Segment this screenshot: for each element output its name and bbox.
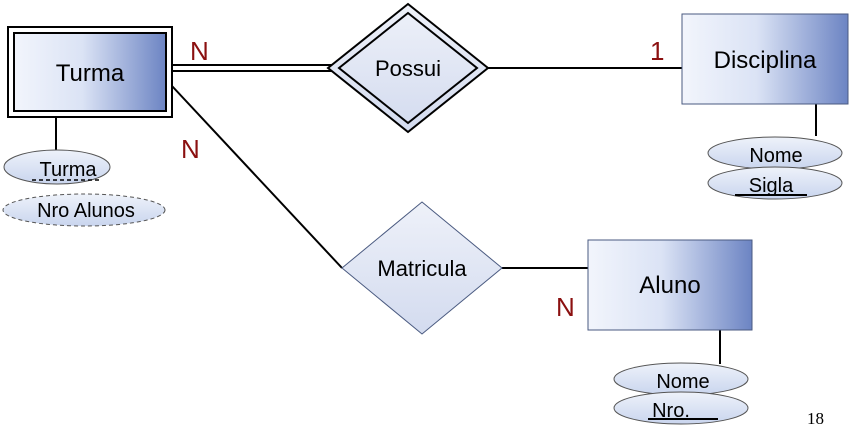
entity-aluno: Aluno <box>587 239 753 331</box>
cardinality-aluno-matricula: N <box>556 292 575 322</box>
attribute-turma-key: Turma <box>3 149 111 185</box>
cardinality-turma-matricula: N <box>181 134 200 164</box>
relationship-matricula: Matricula <box>341 201 503 335</box>
attribute-turma-nro-alunos-label: Nro Alunos <box>37 200 135 222</box>
relationship-possui: Possui <box>326 2 490 134</box>
cardinality-turma-possui: N <box>190 36 209 66</box>
entity-aluno-label: Aluno <box>639 272 700 299</box>
attribute-aluno-nome: Nome <box>613 362 749 396</box>
attribute-turma-key-label: Turma <box>39 159 97 181</box>
page-number: 18 <box>807 409 824 428</box>
attribute-disciplina-sigla: Sigla <box>707 166 843 200</box>
relationship-possui-label: Possui <box>375 56 441 81</box>
attribute-aluno-nro-label: Nro. <box>652 400 690 422</box>
cardinality-disciplina-possui: 1 <box>650 36 664 66</box>
attribute-disciplina-nome: Nome <box>707 136 843 170</box>
entity-disciplina: Disciplina <box>681 13 849 105</box>
attribute-disciplina-sigla-label: Sigla <box>749 175 794 197</box>
entity-turma-label: Turma <box>56 60 125 87</box>
entity-disciplina-label: Disciplina <box>714 47 817 74</box>
attribute-aluno-nro: Nro. <box>613 391 749 425</box>
relationship-matricula-label: Matricula <box>377 256 467 281</box>
entity-turma: Turma <box>7 26 173 118</box>
line-turma-matricula <box>171 85 343 269</box>
attribute-disciplina-nome-label: Nome <box>749 145 802 167</box>
cardinality-labels: N 1 N N <box>181 36 664 322</box>
attribute-turma-nro-alunos: Nro Alunos <box>2 193 166 227</box>
attribute-aluno-nome-label: Nome <box>656 371 709 393</box>
connector-lines <box>55 64 817 364</box>
